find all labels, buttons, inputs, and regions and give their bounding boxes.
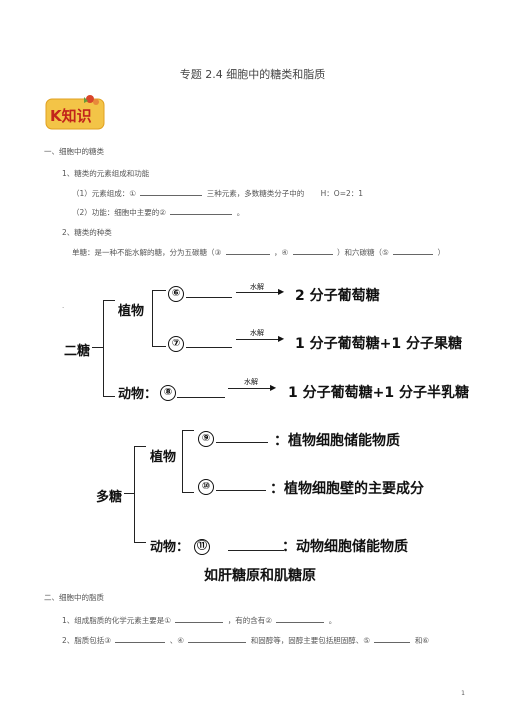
bracket-tick: [124, 493, 134, 494]
monosaccharide-line: 单糖：是一种不能水解的糖，分为五碳糖（③ ，④ ）和六碳糖（⑤ ）: [72, 246, 445, 258]
disaccharide-row-8: ⑧: [160, 382, 176, 401]
badge-label: K知识: [50, 107, 92, 125]
knowledge-badge: K知识: [44, 93, 106, 131]
bracket-tick: [103, 300, 115, 301]
number-11: ⑪: [194, 538, 210, 555]
text: ，有的含有②: [227, 616, 273, 625]
answer-blank-2[interactable]: [170, 206, 233, 215]
text: 。: [236, 208, 245, 217]
result-8: 1 分子葡萄糖+1 分子半乳糖: [288, 385, 469, 401]
page-number: 1: [461, 690, 465, 697]
text: 单糖：是一种不能水解的糖，分为五碳糖（③: [72, 248, 222, 257]
bracket-tick: [92, 347, 103, 348]
bracket-tick: [182, 492, 194, 493]
answer-blank-3[interactable]: [225, 246, 270, 255]
section1-heading: 一、细胞中的糖类: [44, 147, 104, 156]
number-10: ⑩: [198, 478, 214, 495]
desc-11: ：动物细胞储能物质: [282, 539, 408, 555]
number-6: ⑥: [168, 285, 184, 302]
text: ）: [437, 248, 446, 257]
polysaccharide-animal-label: 动物：: [150, 540, 190, 555]
arrow-head-icon: ▶: [270, 383, 277, 392]
answer-blank-8[interactable]: [177, 397, 225, 398]
polysaccharide-example: 如肝糖原和肌糖原: [204, 568, 316, 584]
page-title: 专题 2.4 细胞中的糖类和脂质: [179, 68, 326, 81]
text: ，④: [274, 248, 289, 257]
disaccharide-label: 二糖: [64, 344, 91, 359]
bracket-plant: [182, 430, 183, 492]
desc-10: ：植物细胞壁的主要成分: [270, 481, 424, 497]
text: 和固醇等，固醇主要包括胆固醇、⑤: [250, 636, 371, 645]
bracket-tick: [134, 542, 146, 543]
section2-item2: 2、脂质包括③ 、④ 和固醇等，固醇主要包括胆固醇、⑤ 和⑥: [62, 634, 429, 646]
text: 2、脂质包括③: [62, 636, 111, 645]
disaccharide-row-7: ⑦: [168, 333, 184, 352]
answer-blank-5[interactable]: [393, 246, 434, 255]
bracket-tick: [103, 396, 115, 397]
section2-heading: 二、细胞中的脂质: [44, 593, 104, 602]
section1-item1: 1、糖类的元素组成和功能: [62, 169, 150, 178]
text: 三种元素，多数糖类分子中的: [206, 189, 305, 198]
bracket-tick: [134, 446, 146, 447]
section1-line-elements: （1）元素组成：① 三种元素，多数糖类分子中的 H：O=2：1: [72, 187, 363, 199]
text: 1、组成脂质的化学元素主要是①: [62, 616, 171, 625]
bracket-disaccharide: [103, 300, 104, 396]
bracket-plant: [152, 290, 153, 346]
polysaccharide-label: 多糖: [96, 490, 123, 505]
bracket-tick: [182, 430, 194, 431]
hydrolysis-label: 水解: [244, 378, 258, 386]
arrow-head-icon: ▶: [278, 287, 285, 296]
answer-blank-1[interactable]: [140, 187, 203, 196]
answer-blank-9[interactable]: [216, 442, 268, 443]
text: （2）功能：细胞中主要的②: [72, 208, 166, 217]
text: ）和六碳糖（⑤: [337, 248, 389, 257]
answer-blank-lipid-3[interactable]: [115, 634, 166, 643]
answer-blank-11[interactable]: [228, 550, 284, 551]
bracket-polysaccharide: [134, 446, 135, 542]
desc-9: ：植物细胞储能物质: [274, 433, 400, 449]
arrow-line: [236, 292, 280, 293]
bracket-tick: [152, 290, 166, 291]
answer-blank-6[interactable]: [186, 297, 232, 298]
answer-blank-lipid-1[interactable]: [175, 614, 224, 623]
answer-blank-10[interactable]: [216, 490, 266, 491]
number-9: ⑨: [198, 430, 214, 447]
polysaccharide-plant-label: 植物: [150, 450, 177, 465]
arrow-line: [236, 339, 280, 340]
badge-graphic: [45, 95, 105, 130]
result-7: 1 分子葡萄糖+1 分子果糖: [295, 336, 462, 352]
disaccharide-row-6: ⑥: [168, 283, 184, 302]
text: （1）元素组成：①: [72, 189, 136, 198]
disaccharide-plant-label: 植物: [118, 304, 145, 319]
result-6: 2 分子葡萄糖: [295, 288, 380, 304]
text: 。: [328, 616, 337, 625]
text: 和⑥: [414, 636, 430, 645]
answer-blank-lipid-2[interactable]: [276, 614, 325, 623]
hydrolysis-label: 水解: [250, 329, 264, 337]
text: 、④: [169, 636, 185, 645]
section2-item1: 1、组成脂质的化学元素主要是① ，有的含有② 。: [62, 614, 336, 626]
answer-blank-lipid-5[interactable]: [374, 634, 411, 643]
section1-item2: 2、糖类的种类: [62, 228, 112, 237]
answer-blank-4[interactable]: [292, 246, 333, 255]
number-8: ⑧: [160, 384, 176, 401]
bracket-tick: [152, 346, 166, 347]
answer-blank-7[interactable]: [186, 347, 232, 348]
section1-line-function: （2）功能：细胞中主要的② 。: [72, 206, 244, 218]
hydrolysis-label: 水解: [250, 283, 264, 291]
arrow-head-icon: ▶: [278, 334, 285, 343]
disaccharide-animal-label: 动物：: [118, 387, 158, 402]
arrow-line: [228, 388, 272, 389]
answer-blank-lipid-4[interactable]: [188, 634, 247, 643]
number-7: ⑦: [168, 335, 184, 352]
text: H：O=2：1: [320, 189, 364, 198]
